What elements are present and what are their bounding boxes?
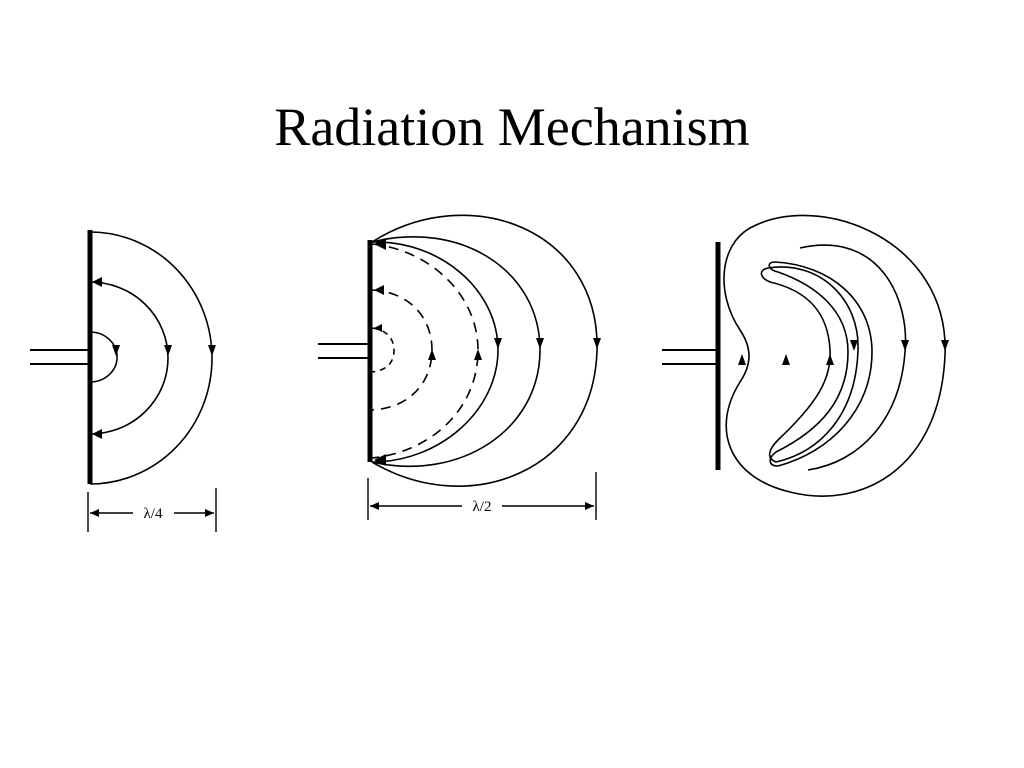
field-loop-middle [760,266,859,463]
dimension-quarter-wave: λ/4 [87,488,217,532]
arrow-dashed-middle [428,349,436,360]
dimension-label-half: λ/2 [473,499,492,515]
field-line-solid-inner [371,241,499,463]
figure-quarter-wave: λ/4 [30,230,217,532]
field-line-middle [89,281,169,435]
field-line-solid-outer [371,214,598,487]
arrow-dashed-top [374,285,384,295]
figure-detached-loops [662,214,949,497]
arrow-outer [208,345,216,356]
feed-line [662,349,716,365]
field-line-inner [89,331,118,383]
field-line-solid-middle [371,236,541,467]
arrow-left [738,354,746,365]
arrow-lower [92,429,102,439]
arrow-outer [941,340,949,351]
field-line-dashed-middle [371,289,433,411]
arrow-bottom-tip [374,454,386,466]
field-loop-outer [723,214,946,497]
arrow-top-tip [374,238,386,250]
feed-line [318,343,368,359]
arrow-upper [92,277,102,287]
arrow-middle [164,345,172,356]
arrow-outer [593,338,601,349]
field-line-dashed-inner [371,327,395,373]
slide-title: Radiation Mechanism [274,97,750,157]
field-line-dashed-outer [371,243,479,459]
feed-line [30,349,88,365]
arrow-dashed-outer [474,349,482,360]
dimension-label-quarter: λ/4 [144,506,163,522]
arrow-dashed-small [374,324,382,332]
figure-half-wave: λ/2 [318,214,601,520]
field-loop-right [799,244,907,471]
arrow-right [901,340,909,351]
dimension-half-wave: λ/2 [367,472,597,520]
arrow-inner [112,345,120,356]
arrow-middle [826,354,834,365]
field-line-outer [89,231,213,485]
arrow-inner [494,338,502,349]
field-loop-inner [768,261,873,467]
arrow-inner-right [850,340,858,351]
arrow-middle [536,338,544,349]
arrow-crescent [782,354,790,365]
